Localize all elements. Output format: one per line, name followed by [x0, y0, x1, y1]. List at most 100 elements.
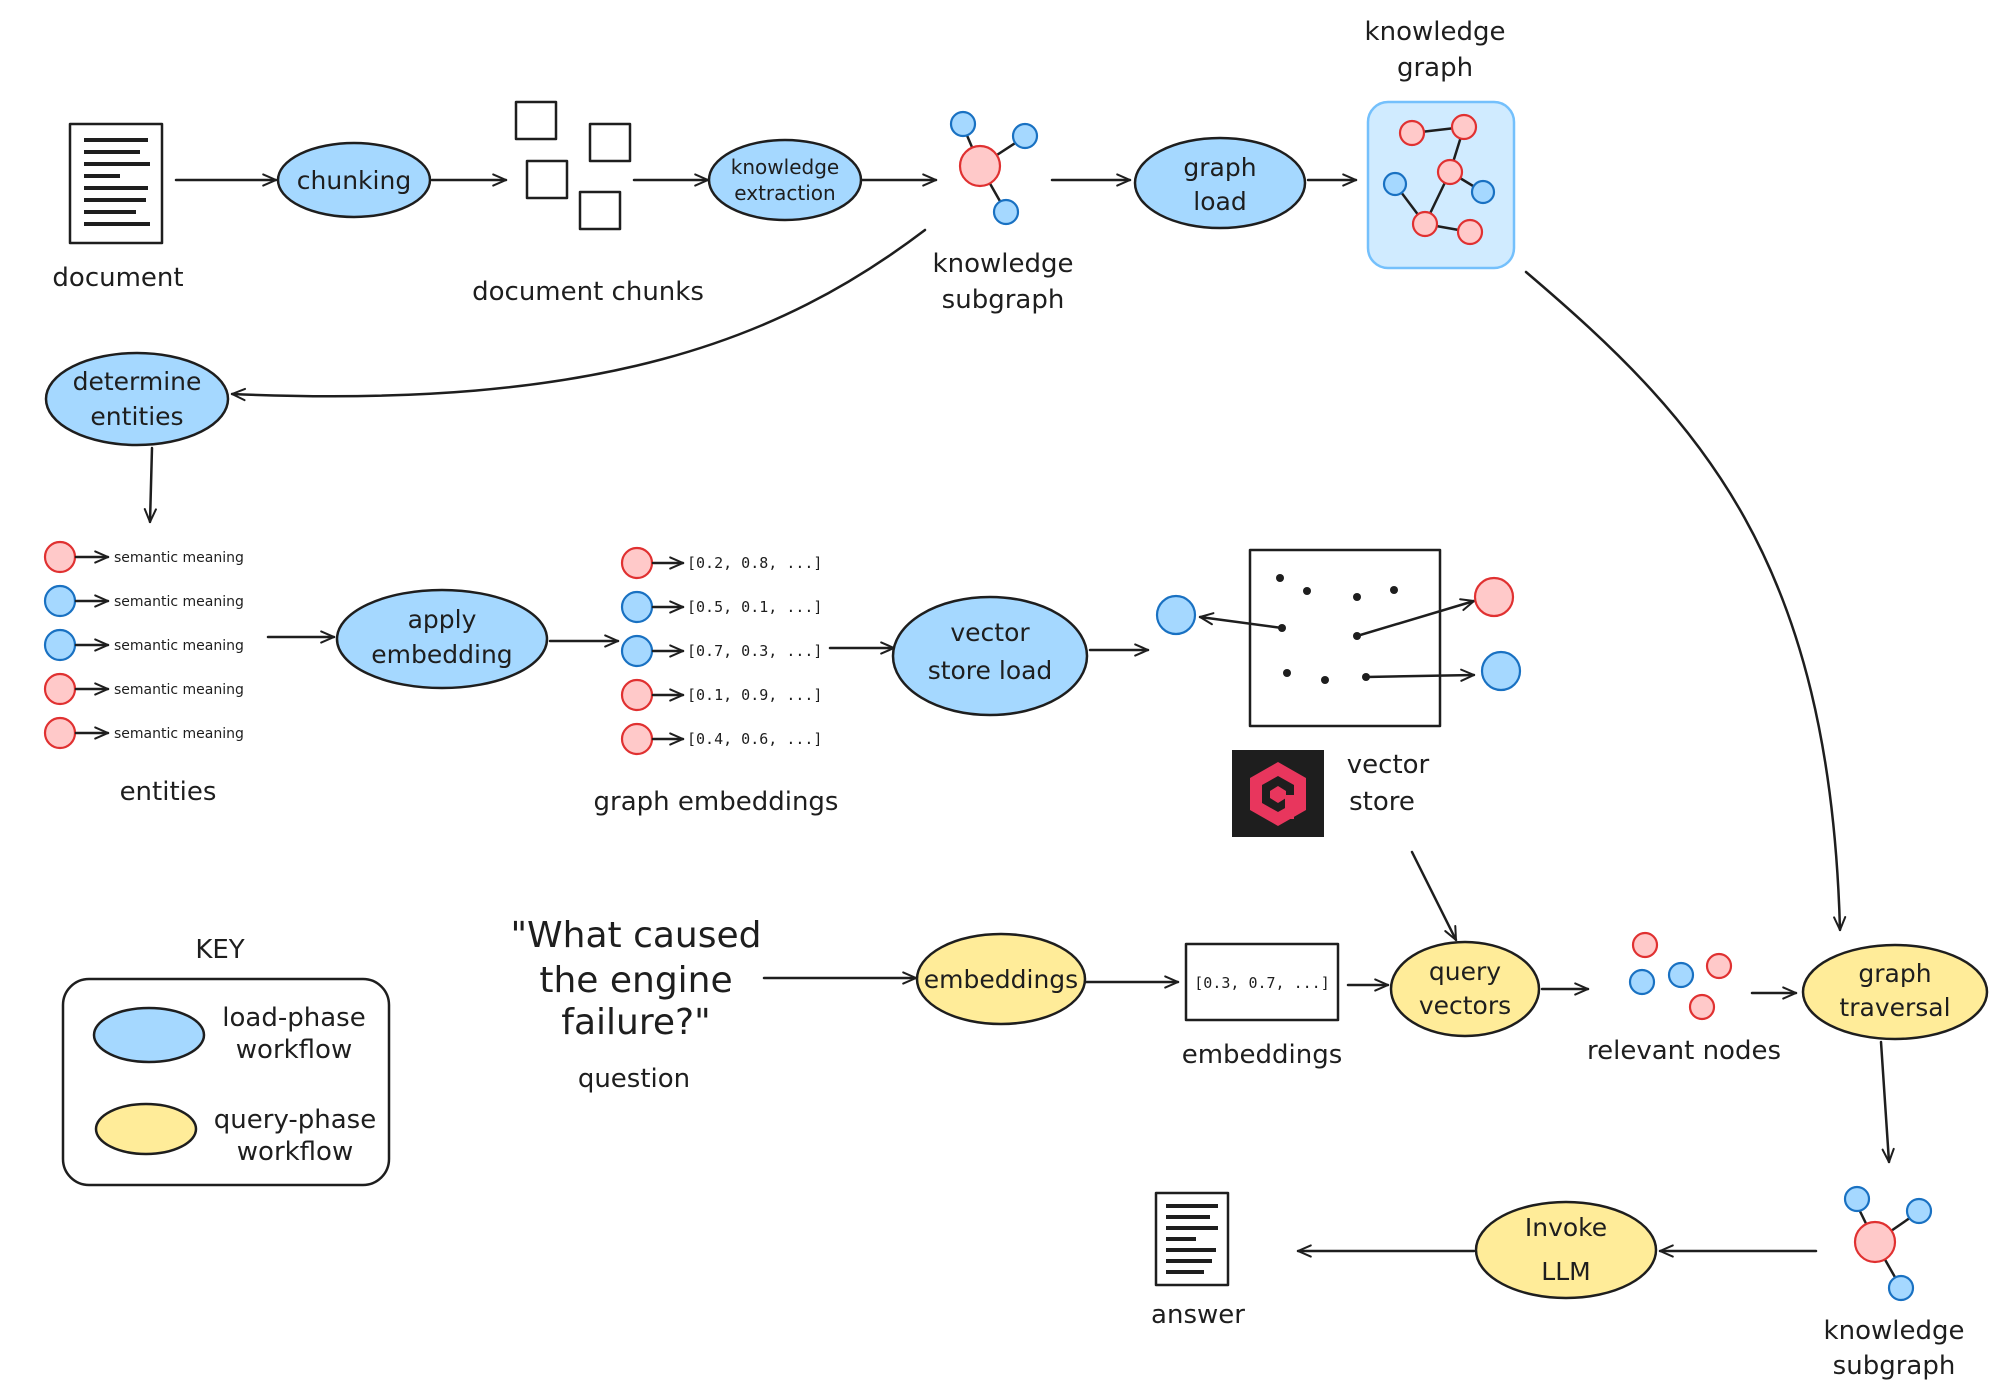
apply-embedding-label-line1: apply — [408, 605, 477, 634]
entity-row: semantic meaning — [43, 584, 244, 618]
graph-traversal-node: graph traversal — [1801, 943, 1989, 1041]
graph-embeddings-list: [0.2, 0.8, ...] [0.5, 0.1, ...] [0.7, 0.3,… — [620, 546, 822, 756]
arrow-determine-to-entities — [143, 446, 157, 524]
vector-store-logo — [1232, 750, 1324, 837]
entity-row: semantic meaning — [43, 540, 244, 574]
answer-label: answer — [1151, 1300, 1245, 1330]
entity-node — [43, 540, 77, 574]
knowledge-graph-label-line1: knowledge — [1365, 17, 1506, 47]
query-embedding-vector: [0.3, 0.7, ...] — [1194, 974, 1329, 992]
question-caption: question — [578, 1064, 690, 1094]
vector-store-icon — [1155, 548, 1522, 728]
query-vectors-label-line2: vectors — [1419, 991, 1511, 1020]
determine-entities-node: determine entities — [44, 351, 230, 447]
arrow-traversal-to-subgraph — [1879, 1040, 1895, 1164]
knowledge-extraction-label-line2: extraction — [734, 181, 835, 205]
embedding-vector: [0.4, 0.6, ...] — [687, 730, 822, 748]
graph-embedding-row: [0.2, 0.8, ...] — [620, 546, 822, 580]
embedding-node — [620, 546, 654, 580]
graph-load-label-line1: graph — [1183, 153, 1256, 182]
graph-load-node: graph load — [1133, 136, 1307, 230]
knowledge-subgraph-label-line2: subgraph — [942, 285, 1065, 315]
document-chunks-label: document chunks — [472, 277, 704, 307]
query-embedding-box: [0.3, 0.7, ...] — [1184, 942, 1340, 1022]
graph-load-label-line2: load — [1193, 187, 1246, 216]
query-vectors-node: query vectors — [1389, 940, 1541, 1038]
embedding-vector: [0.2, 0.8, ...] — [687, 554, 822, 572]
entity-row: semantic meaning — [43, 716, 244, 750]
graph-traversal-label-line2: traversal — [1839, 993, 1950, 1022]
question-line2: the engine — [539, 960, 732, 1001]
vector-store-label-line1: vector — [1347, 750, 1430, 780]
embedding-vector: [0.5, 0.1, ...] — [687, 598, 822, 616]
embeddings-caption: embeddings — [1182, 1040, 1343, 1070]
answer-document-icon — [1154, 1191, 1230, 1287]
entity-node — [43, 672, 77, 706]
vector-store-load-node: vector store load — [891, 595, 1089, 717]
knowledge-extraction-node: knowledge extraction — [707, 138, 863, 222]
entity-node — [43, 628, 77, 662]
embedding-vector: [0.1, 0.9, ...] — [687, 686, 822, 704]
graph-embedding-row: [0.7, 0.3, ...] — [620, 634, 822, 668]
invoke-llm-label-line1: Invoke — [1525, 1213, 1607, 1242]
entities-list: semantic meaning semantic meaning semantic… — [43, 540, 244, 750]
entity-meaning-label: semantic meaning — [114, 726, 244, 742]
relevant-nodes-label: relevant nodes — [1587, 1036, 1781, 1066]
embeddings-node: embeddings — [915, 932, 1087, 1026]
chunking-label: chunking — [297, 166, 411, 195]
vector-store-load-label-line1: vector — [950, 618, 1030, 647]
graph-embedding-row: [0.4, 0.6, ...] — [620, 722, 822, 756]
entity-node — [43, 584, 77, 618]
query-subgraph-label-line2: subgraph — [1833, 1351, 1956, 1381]
knowledge-extraction-label-line1: knowledge — [731, 155, 839, 179]
chunking-node: chunking — [276, 141, 432, 219]
vector-store-label-line2: store — [1349, 787, 1415, 817]
entity-meaning-label: semantic meaning — [114, 638, 244, 654]
entities-label: entities — [120, 777, 217, 807]
knowledge-subgraph-label-line1: knowledge — [933, 249, 1074, 279]
graph-traversal-label-line1: graph — [1858, 959, 1931, 988]
key-load-phase-swatch — [92, 1006, 206, 1064]
key-title: KEY — [195, 935, 244, 965]
embedding-vector: [0.7, 0.3, ...] — [687, 642, 822, 660]
entity-meaning-label: semantic meaning — [114, 594, 244, 610]
graph-embeddings-label: graph embeddings — [594, 787, 839, 817]
document-chunks-icon — [514, 100, 632, 231]
invoke-llm-node: Invoke LLM — [1474, 1200, 1658, 1300]
knowledge-graph-icon — [1366, 100, 1516, 270]
determine-entities-label-line2: entities — [90, 402, 183, 431]
knowledge-subgraph-icon — [949, 110, 1039, 226]
vector-store-load-label-line2: store load — [928, 656, 1053, 685]
invoke-llm-label-line2: LLM — [1541, 1257, 1590, 1286]
question-line3: failure?" — [561, 1002, 710, 1043]
graph-embedding-row: [0.1, 0.9, ...] — [620, 678, 822, 712]
query-vectors-label-line1: query — [1429, 957, 1501, 986]
embedding-node — [620, 590, 654, 624]
entity-meaning-label: semantic meaning — [114, 550, 244, 566]
question-line1: "What caused — [510, 915, 761, 956]
embedding-node — [620, 634, 654, 668]
key-query-phase-swatch — [94, 1102, 198, 1156]
embedding-node — [620, 678, 654, 712]
determine-entities-label-line1: determine — [73, 367, 202, 396]
apply-embedding-label-line2: embedding — [371, 640, 512, 669]
graph-embedding-row: [0.5, 0.1, ...] — [620, 590, 822, 624]
key-load-phase-label-line1: load-phase — [222, 1003, 365, 1033]
apply-embedding-node: apply embedding — [335, 588, 549, 690]
entity-row: semantic meaning — [43, 672, 244, 706]
key-load-phase-label-line2: workflow — [236, 1035, 352, 1065]
entity-meaning-label: semantic meaning — [114, 682, 244, 698]
arrow-vector-store-to-query — [1410, 850, 1458, 942]
document-label: document — [52, 263, 183, 293]
arrow-graph-to-traversal — [1524, 270, 1847, 932]
relevant-nodes-icon — [1628, 931, 1733, 1021]
query-subgraph-icon — [1843, 1185, 1933, 1302]
entity-node — [43, 716, 77, 750]
query-subgraph-label-line1: knowledge — [1824, 1316, 1965, 1346]
key-query-phase-label-line1: query-phase — [214, 1105, 376, 1135]
embeddings-node-label: embeddings — [924, 965, 1078, 994]
entity-row: semantic meaning — [43, 628, 244, 662]
key-legend: load-phase workflow query-phase workflow — [61, 977, 391, 1187]
arrow-subgraph-to-determine-entities — [230, 228, 927, 402]
